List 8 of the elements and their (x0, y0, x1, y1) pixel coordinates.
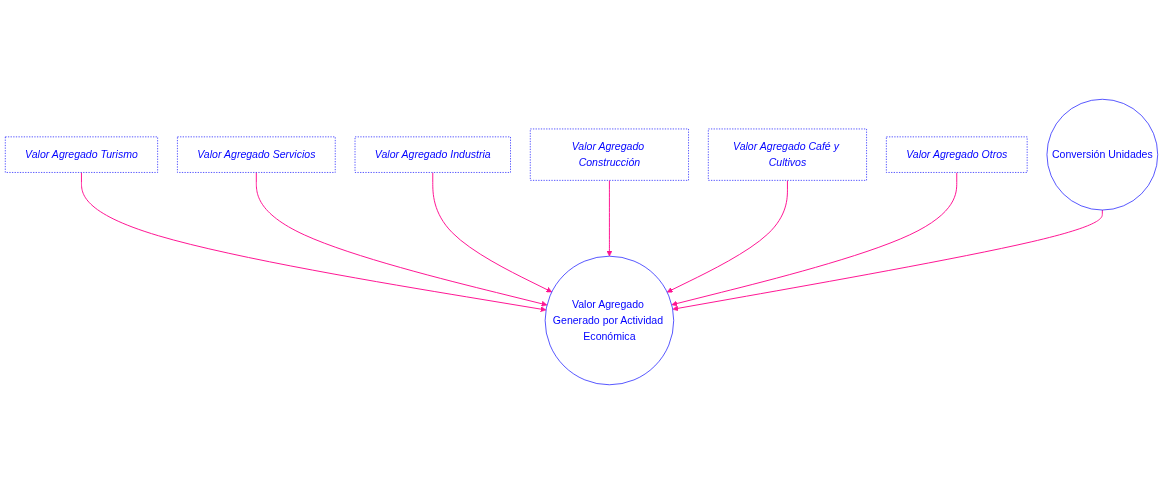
node-box: Valor Agregado Construcción (529, 129, 689, 182)
node-circle: Conversión Unidades (1046, 99, 1159, 211)
node-box: Valor Agregado Industria (354, 137, 511, 174)
node-box: Valor Agregado Café y Cultivos (708, 129, 867, 182)
node-box: Valor Agregado Servicios (177, 137, 336, 174)
node-circle: Valor Agregado Generado por Actividad Económica (544, 256, 675, 386)
node-box: Valor Agregado Otros (886, 137, 1028, 174)
node-box: Valor Agregado Turismo (4, 137, 158, 174)
